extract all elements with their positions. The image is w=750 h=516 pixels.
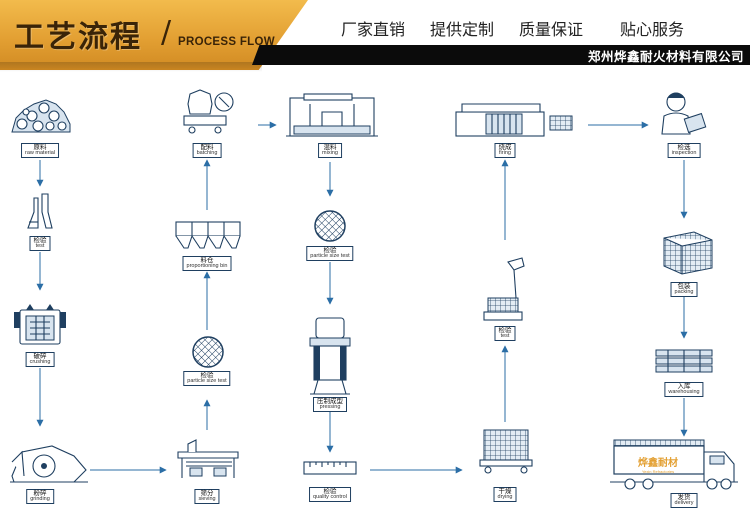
title-slash-divider: / <box>161 15 172 50</box>
press-machine-icon <box>309 317 351 395</box>
crusher-icon <box>14 304 66 345</box>
packing-stack-icon <box>663 231 713 275</box>
batching-scale-icon <box>183 89 234 134</box>
truck-brand-en-text: Yexin Refractories <box>642 469 674 474</box>
inspector-worker-icon <box>661 92 707 135</box>
ruler-icon <box>303 461 357 475</box>
mesh-circle-icon-2 <box>314 210 346 242</box>
slogan-quality: 质量保证 <box>519 20 584 39</box>
drying-pallet-icon <box>479 429 533 474</box>
slogan-direct-sale: 厂家直销 <box>341 20 406 39</box>
company-name: 郑州烨鑫耐火材料有限公司 <box>587 49 744 64</box>
weighing-scale-icon <box>483 257 525 321</box>
rock-pile-icon <box>11 99 71 133</box>
warehouse-pallets-icon <box>655 349 713 373</box>
kiln-icon <box>455 103 573 137</box>
grinding-mill-icon <box>10 445 88 483</box>
delivery-truck-icon <box>610 439 738 490</box>
mixer-machine-icon <box>286 93 378 137</box>
mesh-circle-icon <box>192 336 224 368</box>
page-title: 工艺流程 <box>14 20 142 55</box>
flow-arrows <box>36 121 688 474</box>
beaker-icon <box>27 193 53 229</box>
page-subtitle: PROCESS FLOW <box>178 36 275 48</box>
slogan-service: 贴心服务 <box>620 20 685 39</box>
company-bar <box>252 45 750 65</box>
truck-brand-text: 烨鑫耐材 <box>638 456 678 469</box>
silo-bin-icon <box>175 221 241 249</box>
header-tab-shadow <box>0 62 262 72</box>
sieve-screen-icon <box>177 439 239 478</box>
slogan-custom: 提供定制 <box>430 20 495 39</box>
